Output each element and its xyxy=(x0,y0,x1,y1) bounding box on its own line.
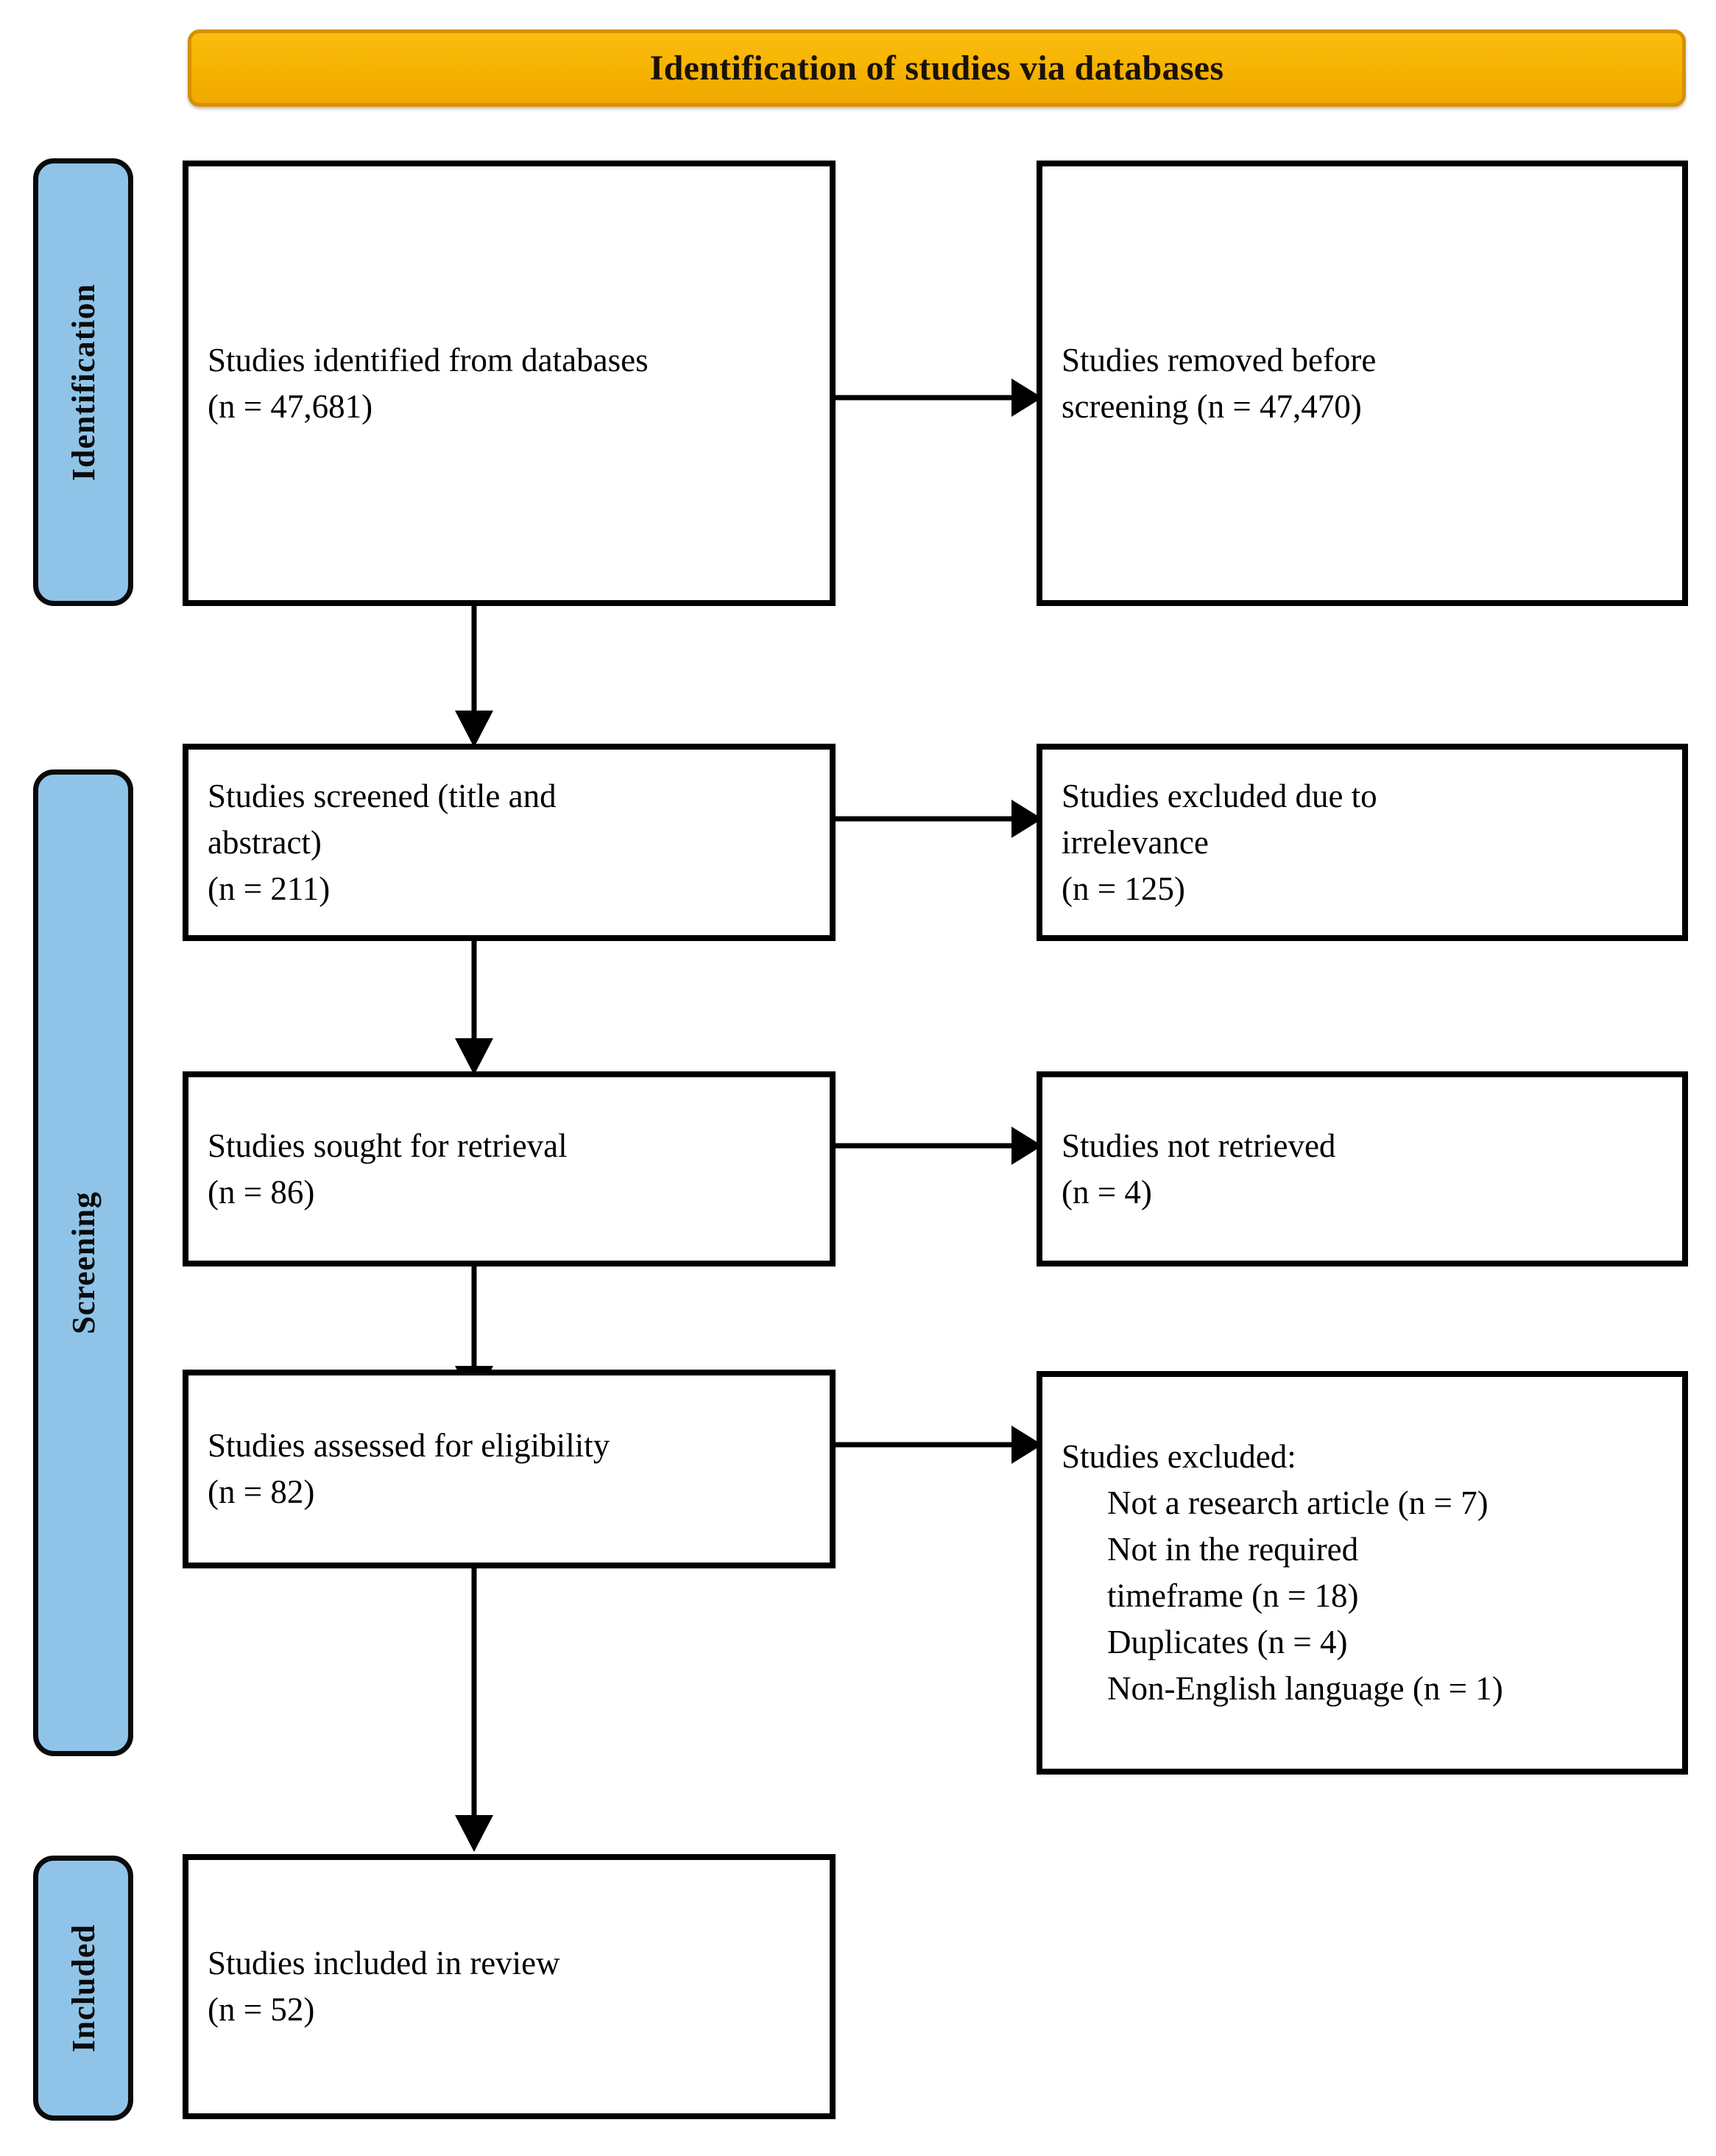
diagram-header-banner: Identification of studies via databases xyxy=(188,29,1686,107)
arrow-identified-to-removed xyxy=(833,374,1042,421)
box-studies-sought-retrieval-line2: (n = 86) xyxy=(208,1173,315,1211)
exclusion-reason-item: timeframe (n = 18) xyxy=(1107,1577,1359,1614)
box-studies-screened: Studies screened (title and abstract) (n… xyxy=(183,744,836,941)
box-studies-assessed-eligibility-line2: (n = 82) xyxy=(208,1473,315,1510)
box-studies-sought-retrieval-line1: Studies sought for retrieval xyxy=(208,1127,568,1164)
arrow-sought-to-not-retrieved xyxy=(833,1122,1042,1169)
stage-label-included-text: Included xyxy=(65,1923,102,2053)
box-studies-removed-line1: Studies removed before xyxy=(1062,341,1377,378)
box-studies-identified-line1: Studies identified from databases xyxy=(208,341,649,378)
box-studies-identified-line2: (n = 47,681) xyxy=(208,387,373,425)
box-studies-excluded-irrelevance-line3: (n = 125) xyxy=(1062,870,1185,907)
box-studies-removed-line2: screening (n = 47,470) xyxy=(1062,387,1362,425)
exclusion-reason-item: Duplicates (n = 4) xyxy=(1107,1624,1348,1660)
stage-label-screening-text: Screening xyxy=(65,1191,102,1334)
box-studies-not-retrieved: Studies not retrieved (n = 4) xyxy=(1037,1071,1688,1267)
exclusion-reason-item: Not in the required xyxy=(1107,1531,1359,1568)
box-studies-excluded-irrelevance-line1: Studies excluded due to xyxy=(1062,777,1377,814)
box-studies-excluded-irrelevance: Studies excluded due to irrelevance (n =… xyxy=(1037,744,1688,941)
box-studies-not-retrieved-line2: (n = 4) xyxy=(1062,1173,1152,1211)
arrow-screened-to-excluded xyxy=(833,795,1042,842)
stage-label-included: Included xyxy=(33,1856,133,2121)
stage-label-screening: Screening xyxy=(33,769,133,1756)
box-studies-identified: Studies identified from databases (n = 4… xyxy=(183,161,836,606)
box-studies-screened-line2: abstract) xyxy=(208,823,322,861)
stage-label-identification-text: Identification xyxy=(65,283,102,482)
box-studies-included-review: Studies included in review (n = 52) xyxy=(183,1854,836,2119)
exclusion-reason-item: Not a research article (n = 7) xyxy=(1107,1484,1489,1521)
box-studies-screened-line1: Studies screened (title and xyxy=(208,777,557,814)
box-studies-excluded-detail: Studies excluded: Not a research article… xyxy=(1037,1371,1688,1775)
arrow-eligibility-to-included xyxy=(447,1566,501,1852)
box-studies-removed: Studies removed before screening (n = 47… xyxy=(1037,161,1688,606)
arrow-eligibility-to-excluded-detail xyxy=(833,1421,1042,1468)
exclusion-reasons-list: Not a research article (n = 7) Not in th… xyxy=(1062,1480,1663,1712)
arrow-identified-to-screened xyxy=(447,604,501,747)
arrow-screened-to-sought xyxy=(447,939,501,1075)
box-studies-assessed-eligibility-line1: Studies assessed for eligibility xyxy=(208,1427,610,1464)
box-studies-excluded-irrelevance-line2: irrelevance xyxy=(1062,823,1209,861)
box-studies-included-review-line1: Studies included in review xyxy=(208,1945,560,1981)
banner-title: Identification of studies via databases xyxy=(649,49,1224,88)
stage-label-identification: Identification xyxy=(33,158,133,606)
exclusion-reason-item: Non-English language (n = 1) xyxy=(1107,1670,1503,1707)
box-studies-included-review-line2: (n = 52) xyxy=(208,1991,315,2028)
box-studies-not-retrieved-line1: Studies not retrieved xyxy=(1062,1127,1336,1164)
box-studies-assessed-eligibility: Studies assessed for eligibility (n = 82… xyxy=(183,1370,836,1568)
box-studies-excluded-detail-heading: Studies excluded: xyxy=(1062,1438,1296,1475)
box-studies-sought-retrieval: Studies sought for retrieval (n = 86) xyxy=(183,1071,836,1267)
box-studies-screened-line3: (n = 211) xyxy=(208,870,331,907)
